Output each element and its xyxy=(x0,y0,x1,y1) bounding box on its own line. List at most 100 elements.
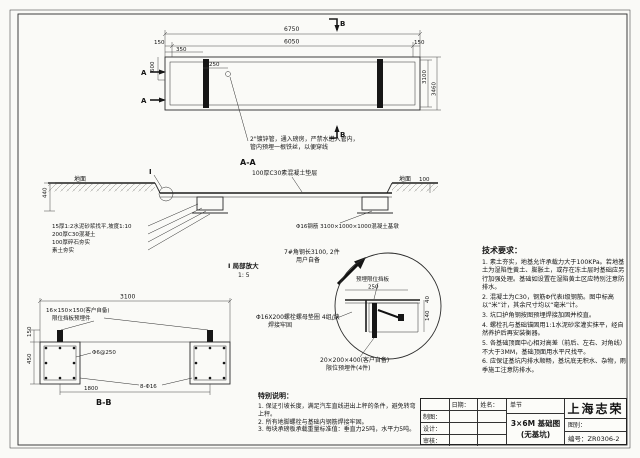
ground-label-left: 地面 xyxy=(74,175,86,183)
technical-requirements: 技术要求： 1. 素土夯实，地基允许承载力大于100KPa。若地基土为湿陷性黄土… xyxy=(482,245,628,377)
tb-checker-label: 审核： xyxy=(421,435,450,446)
svg-text:A: A xyxy=(141,97,147,105)
plan-dim-350: 350 xyxy=(176,47,187,53)
embed-plate xyxy=(372,303,377,338)
tb-drafter-name xyxy=(478,411,506,422)
tb-name-label: 姓名： xyxy=(480,402,499,409)
pier-left xyxy=(196,196,224,211)
bb-dim-1800: 1800 xyxy=(84,386,98,392)
section-aa: A-A I 440 100 地面 地面 100厚C30素混凝土垫层 xyxy=(43,158,438,254)
bolt-note-line2: 焊接牢固 xyxy=(268,321,292,329)
plan-dim-3100: 3100 xyxy=(422,70,428,84)
tech-requirements-title: 技术要求： xyxy=(482,246,522,255)
section-bb: 3100 16×150×150(客户自备) 限位挡板预埋件 Φ6@250 8-Φ… xyxy=(27,294,233,407)
conduit-pipe xyxy=(225,71,231,77)
tb-checker-name xyxy=(478,435,506,446)
bb-main-rebar-label: 8-Φ16 xyxy=(140,384,157,390)
pipe-note-line1: 2"镀锌管，通入磅房，严禁水进入管内， xyxy=(250,135,359,143)
beam-left xyxy=(203,59,209,108)
drawing-number-value: ZR0306-2 xyxy=(587,435,620,443)
embed-note-line2: 限位预埋件(4件) xyxy=(326,364,371,372)
footing-right xyxy=(189,341,231,385)
section-bb-title: B-B xyxy=(96,398,112,407)
detail-caption: I 局部放大 xyxy=(228,261,259,270)
company-name: 上海志荣 xyxy=(565,399,626,419)
tech-item-3: 3. 坑口护角钢按图预埋焊接加固并校直。 xyxy=(482,312,596,320)
layer-note-2: 200厚C30混凝土 xyxy=(52,230,96,238)
detail-i: I 局部放大 1: 5 7#角钢长3100, 2件 用户自备 预埋限位挡板 25… xyxy=(228,248,442,372)
plan-dim-end-left: 150 xyxy=(154,40,165,46)
detail-scale: 1: 5 xyxy=(238,272,250,279)
special-item-2: 2. 所有地脚螺栓与基础内钢筋焊接牢固。 xyxy=(258,418,368,426)
bb-dim-3100: 3100 xyxy=(120,294,135,301)
detail-flag-i: I xyxy=(149,168,152,176)
bolt-note-line1: Φ16X200螺栓螺母垫圈 4组/块 xyxy=(256,313,340,321)
tech-item-4: 4. 螺栓孔与基础锚固用1:1水泥砂浆灌实抹平，经自然养护后再安装衡器。 xyxy=(482,322,624,338)
special-notes: 特别说明： 1. 保证引坡长度，满足汽车直线进出上秤的条件，避免转弯上秤。 2.… xyxy=(258,391,416,434)
bb-embed-line1: 16×150×150(客户自备) xyxy=(46,306,110,314)
pier-right xyxy=(361,196,389,211)
title-block-right: 上海志荣 图别： 编号：ZR0306-2 xyxy=(565,399,626,444)
detail-dim-40: 40 xyxy=(425,296,431,303)
section-flag-a: A A xyxy=(141,69,166,105)
tb-designer-label: 设计： xyxy=(421,423,450,434)
title-block-middle: 单节 3×6M 基础图(无基坑) xyxy=(507,399,565,444)
detail-dim-250: 250 xyxy=(368,285,379,291)
anchor-nut xyxy=(398,314,404,321)
tb-designer-date xyxy=(450,423,479,434)
section-aa-title: A-A xyxy=(240,158,257,167)
plate-label: 预埋限位挡板 xyxy=(356,275,390,283)
tech-item-1: 1. 素土夯实，地基允许承载力大于100KPa。若地基土为湿陷性黄土、膨胀土，或… xyxy=(482,259,625,292)
layer-note-4: 素土夯实 xyxy=(52,246,75,254)
plan-dim-inner: 6050 xyxy=(284,39,299,46)
tb-checker-date xyxy=(450,435,479,446)
detail-circle xyxy=(334,252,442,360)
angle-note-line2: 用户自备 xyxy=(296,256,320,264)
pipe-note-line2: 管内预埋一根铁丝，以便穿线 xyxy=(250,143,328,151)
tb-module: 单节 xyxy=(507,399,564,414)
drawing-number: 编号：ZR0306-2 xyxy=(565,432,626,444)
tb-drafter-label: 制图： xyxy=(421,411,450,422)
sheet-border xyxy=(9,9,631,449)
plan-dim-600: 600 xyxy=(150,61,156,72)
beam-right xyxy=(377,59,383,108)
limit-stub-left xyxy=(57,330,63,342)
plan-view: 6750 150 6050 150 350 250 600 3100 3460 … xyxy=(141,18,441,151)
plan-dim-3460: 3460 xyxy=(432,82,438,96)
tech-item-6: 6. 应保证基坑内排水顺畅，基坑底无积水、杂物，雨季施工注意防排水。 xyxy=(482,358,626,374)
drawing-title: 3×6M 基础图(无基坑) xyxy=(510,419,561,439)
bb-hoop-label: Φ6@250 xyxy=(92,350,116,356)
drawing-number-label: 编号： xyxy=(568,435,588,443)
aa-dim-100: 100 xyxy=(419,177,430,183)
cushion-note: 100厚C30素混凝土垫层 xyxy=(252,169,317,177)
layer-note-3: 100厚碎石夯实 xyxy=(52,238,90,246)
aa-dim-440: 440 xyxy=(43,187,49,198)
section-flag-b: B B xyxy=(329,18,345,139)
tb-date-label: 日期： xyxy=(450,399,479,410)
title-block-signatures: 日期： 姓名： 制图： 设计： 审核： xyxy=(421,399,507,446)
tech-item-2: 2. 混凝土为C30，钢筋Φ代表Ⅰ级钢筋。图中标高以“米”计，其余尺寸均以“毫米… xyxy=(482,293,614,310)
tech-item-5: 5. 各基础顶面中心相对高差（前后、左右、对角线）不大于3MM，基础顶面用水平尺… xyxy=(482,340,626,356)
special-item-1: 1. 保证引坡长度，满足汽车直线进出上秤的条件，避免转弯上秤。 xyxy=(258,403,416,418)
special-notes-title: 特别说明： xyxy=(258,392,293,400)
plan-dim-250: 250 xyxy=(209,62,220,68)
bb-embed-line2: 限位挡板预埋件 xyxy=(52,314,91,322)
angle-note-line1: 7#角钢长3100, 2件 xyxy=(284,248,340,256)
deck-outline xyxy=(164,56,421,111)
pier-note: Φ16钢筋 3100×1000×1000混凝土基墩 xyxy=(296,222,399,230)
layer-note-1: 15厚1:2水泥砂浆找平,坡度1:10 xyxy=(52,222,132,230)
sheet-type-label: 图别： xyxy=(565,419,626,432)
bb-dim-150: 150 xyxy=(27,326,33,337)
special-item-3: 3. 每块承磅板承载重量标准值：垂直力25吨，水平力5吨。 xyxy=(258,426,416,434)
detail-dim-140: 140 xyxy=(425,310,431,321)
tb-corner-cell xyxy=(421,399,450,410)
ground-label-right: 地面 xyxy=(399,175,411,183)
embed-note-line1: 20×200×400(客户自备) xyxy=(320,356,389,364)
svg-text:A: A xyxy=(141,69,147,77)
footing-left xyxy=(39,341,81,385)
detail-arrow xyxy=(354,257,366,269)
tb-drafter-date xyxy=(450,411,479,422)
bb-dim-450: 450 xyxy=(27,353,33,364)
